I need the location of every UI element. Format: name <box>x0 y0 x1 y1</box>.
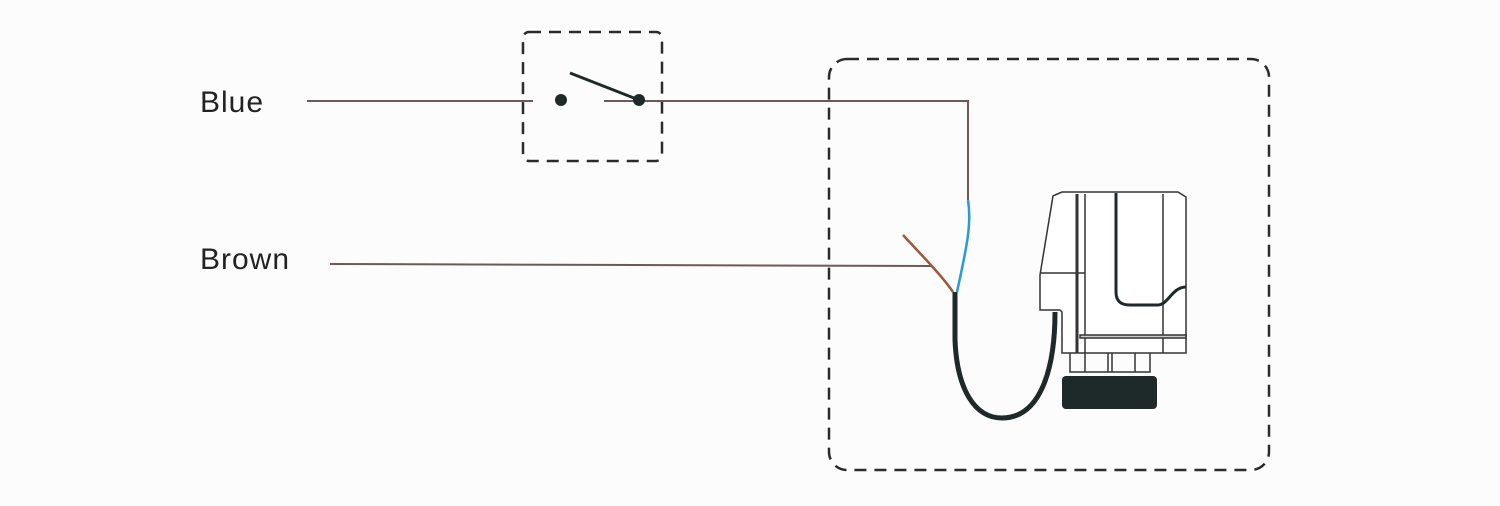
actuator <box>1039 191 1187 373</box>
brown-wire <box>329 263 932 267</box>
label-brown: Brown <box>200 243 291 276</box>
switch-contact-left <box>555 94 567 106</box>
switch-box <box>521 30 664 163</box>
actuator-knob <box>1062 376 1157 409</box>
brown-wire-end <box>902 234 955 293</box>
switch-lever <box>569 71 640 102</box>
actuator-box <box>827 57 1271 472</box>
blue-wire <box>307 100 969 200</box>
label-blue: Blue <box>200 86 265 119</box>
actuator-cable <box>952 292 1058 421</box>
blue-wire-end <box>955 199 971 293</box>
